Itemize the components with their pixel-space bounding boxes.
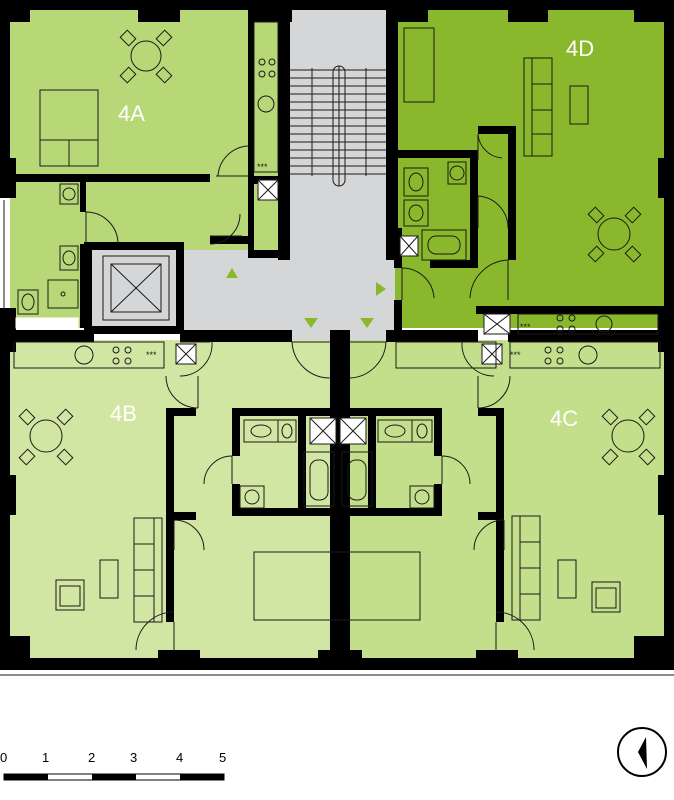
svg-text:***: *** — [146, 350, 157, 360]
scale-tick-label: 0 — [0, 750, 7, 765]
scale-tick-label: 5 — [219, 750, 226, 765]
furniture — [39, 27, 621, 623]
elevator-cross-icon — [102, 255, 170, 321]
apartment-label-4a: 4A — [118, 101, 145, 126]
scale-tick-label: 1 — [42, 750, 49, 765]
shaft-cross-icon — [175, 179, 511, 445]
scale-tick-label: 2 — [88, 750, 95, 765]
scale-tick-label: 4 — [176, 750, 183, 765]
scale-tick-label: 3 — [130, 750, 137, 765]
kitchens — [13, 21, 661, 369]
down-arrow-icon — [304, 318, 318, 328]
doors — [85, 133, 535, 651]
walls — [0, 0, 674, 670]
stair-direction-arrows — [226, 268, 386, 328]
apartment-label-4c: 4C — [550, 406, 578, 431]
down-arrow-icon — [360, 318, 374, 328]
up-arrow-icon — [226, 268, 238, 278]
dining-sets — [18, 29, 656, 466]
room-fills — [10, 10, 664, 658]
apartment-4b-area — [10, 340, 340, 658]
staircase — [290, 65, 388, 187]
svg-text:***: *** — [510, 350, 521, 360]
svg-text:***: *** — [520, 322, 531, 332]
apartment-label-4b: 4B — [110, 401, 137, 426]
right-arrow-icon — [376, 282, 386, 296]
stair-hall-area — [280, 10, 388, 250]
lobby-area — [180, 250, 395, 340]
north-arrow-icon — [617, 727, 667, 777]
scale-bar: 0 1 2 3 4 5 — [0, 750, 226, 781]
svg-text:***: *** — [257, 162, 268, 172]
bathroom-fixtures — [15, 161, 467, 509]
apartment-label-4d: 4D — [566, 36, 594, 61]
apartment-4d-area — [395, 10, 664, 328]
stove-marks: *** *** *** *** — [146, 162, 531, 360]
